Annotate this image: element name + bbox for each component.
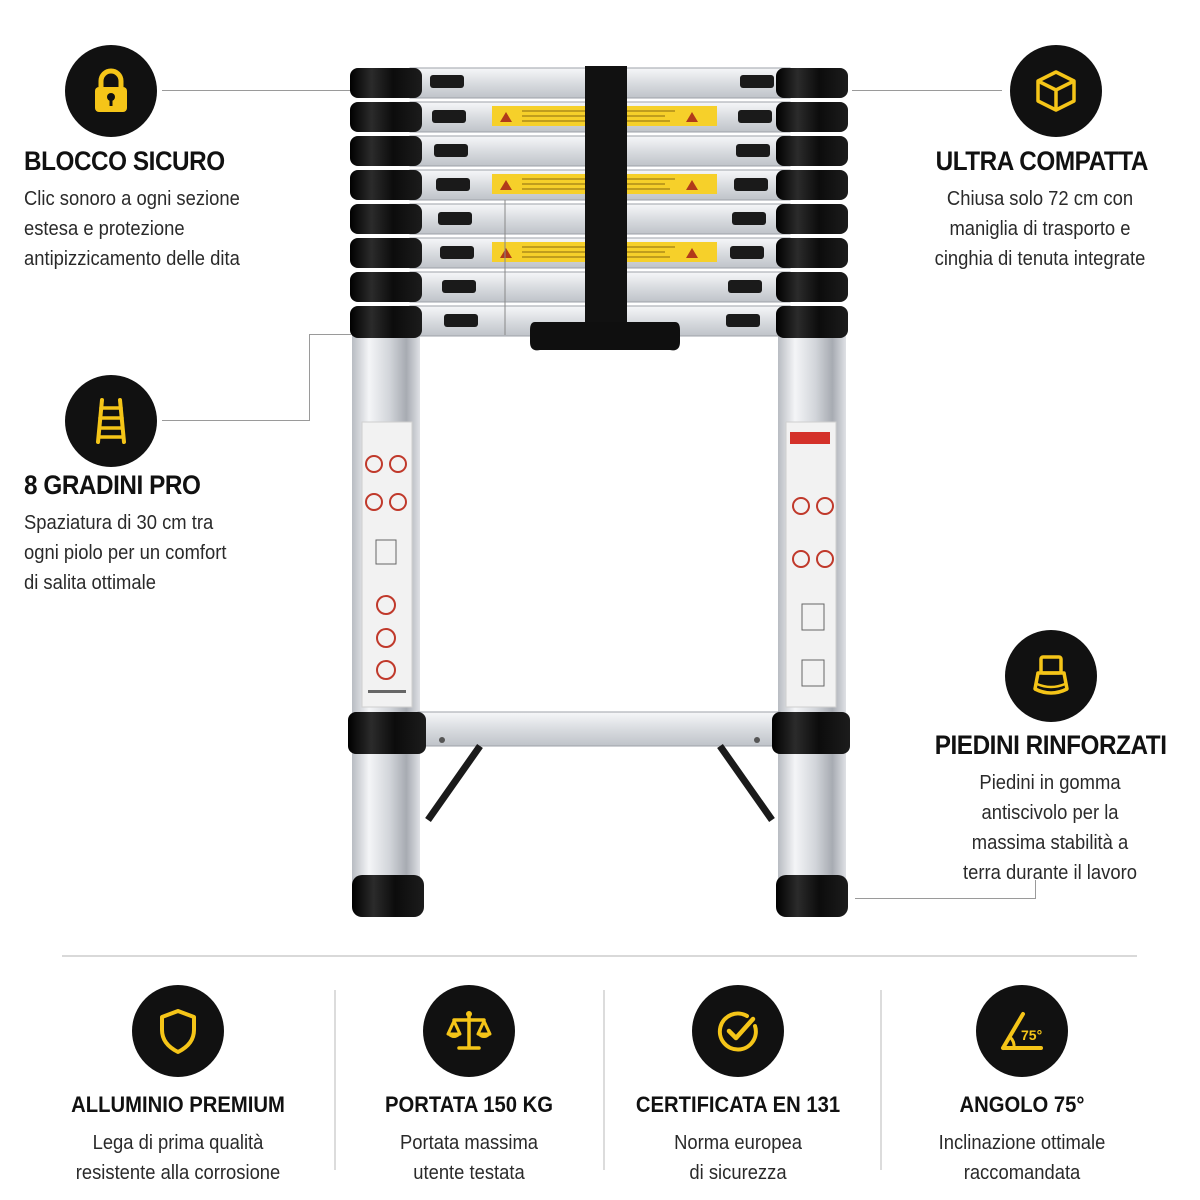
leader-gradini-vert: [309, 334, 310, 421]
scale-icon: [423, 985, 515, 1077]
blocco-title: BLOCCO SICURO: [24, 146, 225, 176]
alluminio-description: Lega di prima qualità resistente alla co…: [54, 1128, 302, 1188]
compatta-desc-line: maniglia di trasporto e: [949, 218, 1131, 240]
gradini-desc-line: ogni piolo per un comfort: [24, 542, 227, 564]
feature-certificata: CERTIFICATA EN 131 Norma europea di sicu…: [603, 985, 873, 1188]
piedini-desc-line: antiscivolo per la: [981, 802, 1119, 824]
carry-handle: [530, 322, 680, 351]
column-divider: [334, 990, 336, 1170]
portata-description: Portata massima utente testata: [345, 1128, 593, 1188]
cube-icon: [1010, 45, 1102, 137]
angolo-description: Inclinazione ottimale raccomandata: [898, 1128, 1146, 1188]
alluminio-desc-line: resistente alla corrosione: [75, 1162, 281, 1184]
portata-desc-line: Portata massima: [399, 1132, 539, 1154]
blocco-desc-line: estesa e protezione: [24, 218, 185, 240]
leader-blocco: [162, 90, 352, 91]
compatta-title: ULTRA COMPATTA: [935, 146, 1149, 176]
feature-portata: PORTATA 150 KG Portata massima utente te…: [334, 985, 604, 1188]
foot-cap-icon: [1005, 630, 1097, 722]
portata-desc-line: utente testata: [413, 1162, 525, 1184]
certificata-desc-line: Norma europea: [674, 1132, 802, 1154]
angolo-desc-line: raccomandata: [963, 1162, 1081, 1184]
certificata-desc-line: di sicurezza: [689, 1162, 787, 1184]
certificata-description: Norma europea di sicurezza: [614, 1128, 862, 1188]
compatta-desc-line: Chiusa solo 72 cm con: [946, 188, 1134, 210]
piedini-desc-line: terra durante il lavoro: [963, 862, 1137, 884]
bottom-rung: [417, 711, 781, 747]
column-divider: [603, 990, 605, 1170]
alluminio-title: ALLUMINIO PREMIUM: [71, 1092, 285, 1117]
leader-compatta: [852, 90, 1002, 91]
padlock-icon: [65, 45, 157, 137]
blocco-desc-line: Clic sonoro a ogni sezione: [24, 188, 240, 210]
gradini-title: 8 GRADINI PRO: [24, 470, 201, 500]
gradini-desc-line: di salita ottimale: [24, 572, 156, 594]
compatta-description: Chiusa solo 72 cm con maniglia di traspo…: [930, 184, 1151, 274]
gradini-desc-line: Spaziatura di 30 cm tra: [24, 512, 214, 534]
leader-gradini: [162, 420, 310, 421]
piedini-title: PIEDINI RINFORZATI: [934, 730, 1166, 760]
left-foot: [352, 875, 424, 917]
feature-angolo: 75° ANGOLO 75° Inclinazione ottimale rac…: [887, 985, 1157, 1188]
leader-gradini-top: [309, 334, 351, 335]
ladder-icon: [65, 375, 157, 467]
angolo-desc-line: Inclinazione ottimale: [938, 1132, 1106, 1154]
right-foot: [776, 875, 848, 917]
angolo-title: ANGOLO 75°: [959, 1092, 1085, 1117]
checkmark-icon: [692, 985, 784, 1077]
gradini-description: Spaziatura di 30 cm tra ogni piolo per u…: [24, 508, 227, 598]
leader-piedini-vert: [1035, 880, 1036, 899]
angle-label: 75°: [1021, 1027, 1042, 1043]
piedini-description: Piedini in gomma antiscivolo per la mass…: [940, 768, 1161, 888]
compatta-desc-line: cinghia di tenuta integrate: [934, 248, 1146, 270]
alluminio-desc-line: Lega di prima qualità: [92, 1132, 264, 1154]
blocco-desc-line: antipizzicamento delle dita: [24, 248, 240, 270]
holding-strap: [585, 66, 627, 328]
leader-piedini: [855, 898, 1035, 899]
certificata-title: CERTIFICATA EN 131: [635, 1092, 841, 1117]
shield-icon: [132, 985, 224, 1077]
feature-alluminio: ALLUMINIO PREMIUM Lega di prima qualità …: [43, 985, 313, 1188]
portata-title: PORTATA 150 KG: [385, 1092, 553, 1117]
blocco-description: Clic sonoro a ogni sezione estesa e prot…: [24, 184, 240, 274]
column-divider: [880, 990, 882, 1170]
section-divider: [62, 955, 1137, 957]
piedini-desc-line: massima stabilità a: [971, 832, 1129, 854]
angle-icon: 75°: [976, 985, 1068, 1077]
ladder-illustration: [330, 50, 870, 930]
piedini-desc-line: Piedini in gomma: [979, 772, 1121, 794]
